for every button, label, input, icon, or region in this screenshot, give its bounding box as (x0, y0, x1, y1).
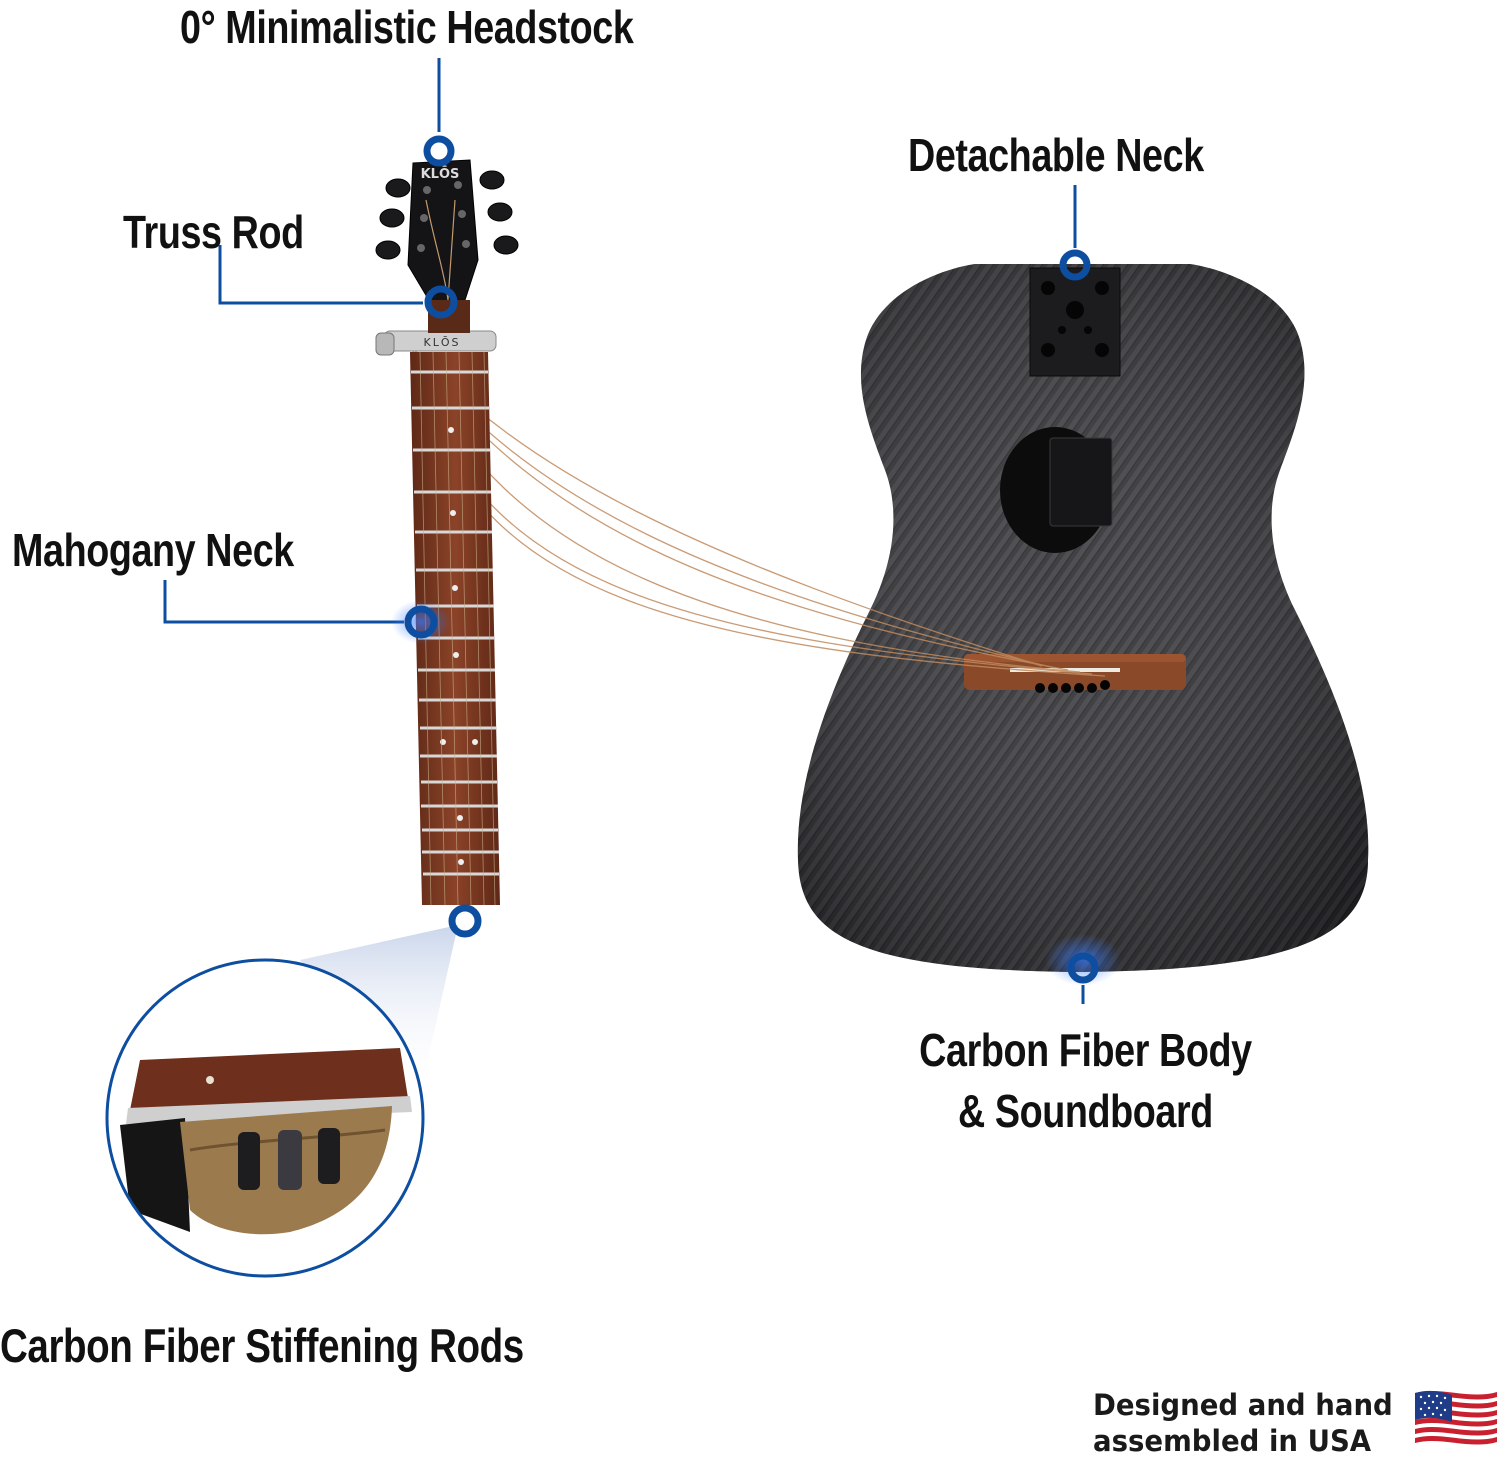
callout-markers (404, 135, 1099, 984)
stiffening-rod (238, 1132, 260, 1190)
stiffening-rod (318, 1128, 340, 1184)
guitar-neck: KLŌS KLŌS (375, 159, 519, 906)
fret-markers (440, 427, 478, 865)
headstock-marker (423, 135, 455, 167)
body-label-line2: & Soundboard (957, 1085, 1213, 1137)
frets (411, 370, 499, 876)
stiffening-rods-marker (448, 904, 482, 938)
flag-usa-icon (1415, 1390, 1497, 1451)
headstock-label: 0° Minimalistic Headstock (180, 1, 634, 53)
callout-lines (163, 58, 1085, 1004)
guitar-body (797, 264, 1369, 972)
stiffening-rod (278, 1130, 302, 1190)
truss-rod-label: Truss Rod (123, 206, 304, 258)
headstock-logo: KLŌS (421, 166, 460, 182)
bridge-pins (1035, 680, 1110, 693)
truss-rod-marker (424, 285, 458, 319)
mahogany-neck-marker (404, 605, 438, 639)
body-label-line1: Carbon Fiber Body (919, 1024, 1252, 1076)
footer-line1: Designed and hand (1093, 1388, 1393, 1422)
detachable-neck-label: Detachable Neck (908, 129, 1204, 181)
detachable-neck-marker (1059, 249, 1091, 281)
mahogany-neck-label: Mahogany Neck (12, 524, 294, 576)
capo-logo: KLŌS (424, 336, 461, 349)
footer-line2: assembled in USA (1093, 1424, 1372, 1458)
tuning-pegs (375, 170, 519, 260)
fretboard (410, 352, 500, 905)
stiffening-rods-label: Carbon Fiber Stiffening Rods (0, 1319, 524, 1372)
brand-label (1049, 437, 1113, 527)
stiffening-rods-detail (105, 925, 458, 1278)
body-marker (1067, 952, 1099, 984)
made-in-usa-note: Designed and hand assembled in USA (1093, 1387, 1393, 1459)
body-label: Carbon Fiber Body & Soundboard (903, 1020, 1268, 1142)
